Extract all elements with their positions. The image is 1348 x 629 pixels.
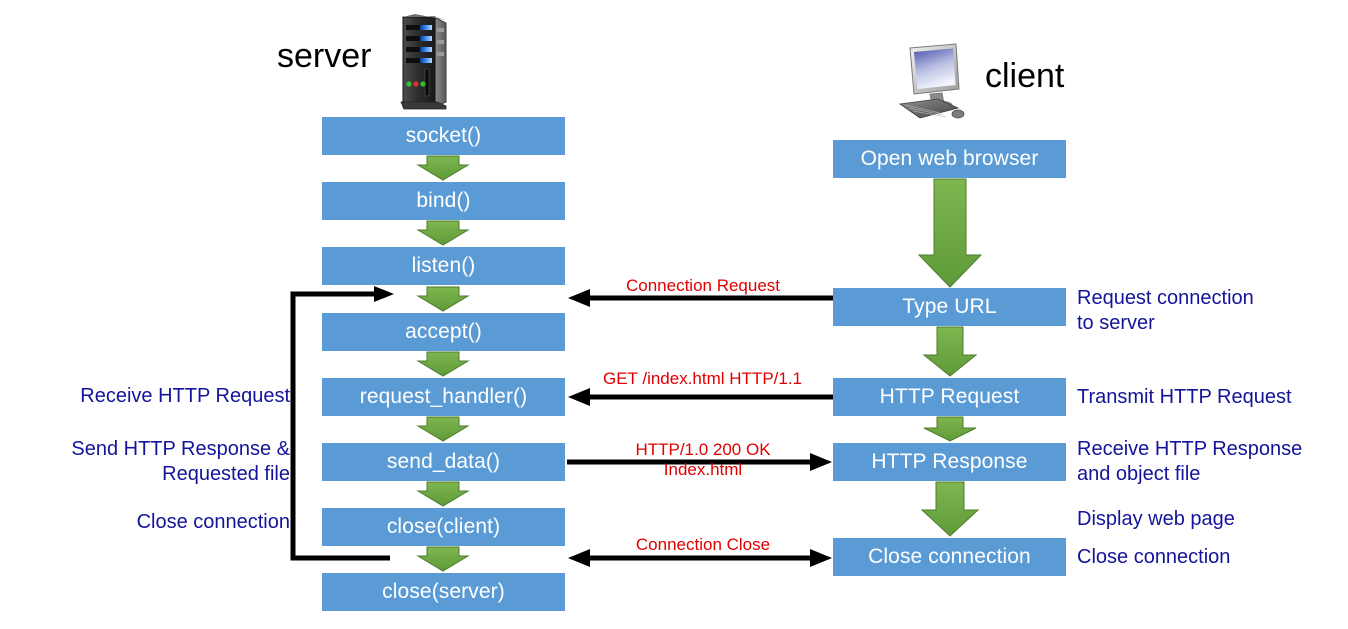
protocol-label-connection-close: Connection Close	[635, 535, 771, 554]
server-step-send-data[interactable]: send_data()	[322, 443, 565, 481]
protocol-label-http-get: GET /index.html HTTP/1.1	[602, 369, 803, 388]
client-title: client	[985, 57, 1065, 95]
desktop-computer-icon	[896, 42, 970, 125]
server-step-listen[interactable]: listen()	[322, 247, 565, 285]
server-tower-icon	[396, 14, 452, 111]
right-note-close-connection: Close connection	[1077, 546, 1231, 568]
client-step-type-url[interactable]: Type URL	[833, 288, 1066, 326]
server-step-accept[interactable]: accept()	[322, 313, 565, 351]
right-note-request-connection: Request connection to server	[1077, 287, 1254, 334]
server-step-close-client[interactable]: close(client)	[322, 508, 565, 546]
left-note-close-connection: Close connection	[136, 511, 290, 533]
client-step-open-web-browser[interactable]: Open web browser	[833, 140, 1066, 178]
right-note-display-web-page: Display web page	[1077, 508, 1235, 530]
accept-loop-back-arrowhead	[374, 286, 394, 302]
right-note-transmit-http-request: Transmit HTTP Request	[1077, 386, 1292, 408]
server-step-close-server[interactable]: close(server)	[322, 573, 565, 611]
server-step-request-handler[interactable]: request_handler()	[322, 378, 565, 416]
left-note-send-http-response: Send HTTP Response & Requested file	[71, 438, 290, 485]
server-step-bind[interactable]: bind()	[322, 182, 565, 220]
client-green-arrow-group	[917, 178, 983, 537]
client-step-close-connection[interactable]: Close connection	[833, 538, 1066, 576]
protocol-label-connection-request: Connection Request	[625, 276, 781, 295]
client-step-http-request[interactable]: HTTP Request	[833, 378, 1066, 416]
server-title: server	[277, 37, 372, 75]
server-step-socket[interactable]: socket()	[322, 117, 565, 155]
right-note-receive-http-response: Receive HTTP Response and object file	[1077, 438, 1303, 485]
left-note-receive-http-request: Receive HTTP Request	[80, 385, 290, 407]
client-step-http-response[interactable]: HTTP Response	[833, 443, 1066, 481]
protocol-label-http-200-ok: HTTP/1.0 200 OK Index.html	[635, 440, 771, 479]
